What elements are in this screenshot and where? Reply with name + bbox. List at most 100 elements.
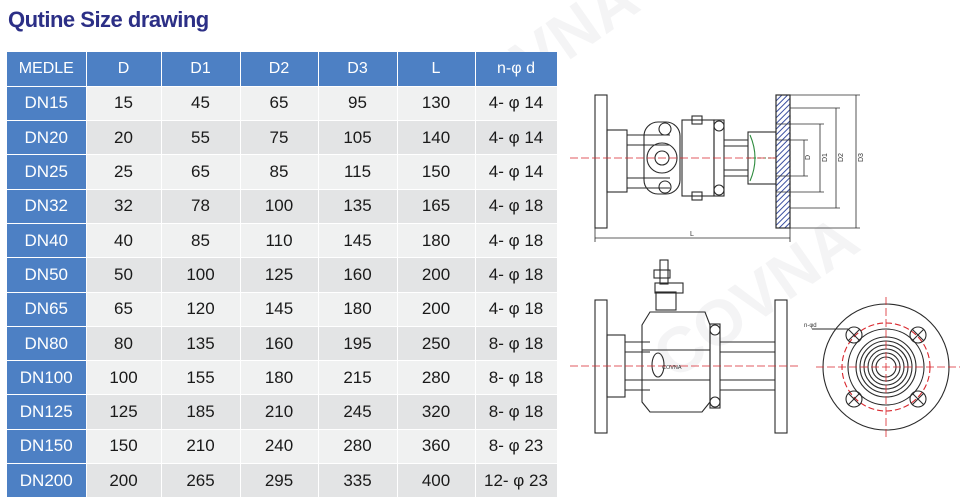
dimension-cell: 135 bbox=[161, 326, 241, 362]
dimension-cell: 210 bbox=[240, 394, 319, 430]
model-cell: DN40 bbox=[7, 223, 87, 259]
dimension-cell: 145 bbox=[318, 223, 398, 259]
model-cell: DN80 bbox=[7, 326, 87, 362]
side-view bbox=[594, 94, 791, 229]
dimension-cell: 40 bbox=[86, 223, 162, 259]
column-header: D3 bbox=[318, 52, 398, 87]
dimension-cell: 320 bbox=[397, 394, 476, 430]
dimension-cell: 4- φ 14 bbox=[475, 154, 558, 190]
dimension-cell: 135 bbox=[318, 189, 398, 224]
model-cell: DN32 bbox=[7, 189, 87, 224]
body-brand-text: COVNA bbox=[662, 365, 682, 371]
dimension-cell: 210 bbox=[161, 429, 241, 465]
dimension-cell: 180 bbox=[397, 223, 476, 259]
dimension-cell: 125 bbox=[86, 394, 162, 430]
dimension-cell: 8- φ 18 bbox=[475, 360, 558, 396]
dimension-cell: 140 bbox=[397, 120, 476, 156]
dimension-cell: 360 bbox=[397, 429, 476, 465]
dimension-cell: 115 bbox=[318, 154, 398, 190]
flange-centerlines bbox=[816, 297, 960, 437]
dimension-cell: 65 bbox=[240, 86, 319, 122]
dimension-cell: 125 bbox=[240, 257, 319, 293]
dimension-cell: 4- φ 18 bbox=[475, 292, 558, 327]
dimension-cell: 110 bbox=[240, 223, 319, 259]
dimension-cell: 160 bbox=[240, 326, 319, 362]
dimension-cell: 215 bbox=[318, 360, 398, 396]
dimension-cell: 150 bbox=[397, 154, 476, 190]
column-header: D bbox=[86, 52, 162, 87]
dimension-cell: 145 bbox=[240, 292, 319, 327]
model-cell: DN50 bbox=[7, 257, 87, 293]
page-title: Qutine Size drawing bbox=[8, 7, 209, 32]
dimension-cell: 155 bbox=[161, 360, 241, 396]
dimension-cell: 295 bbox=[240, 463, 319, 499]
dimension-cell: 120 bbox=[161, 292, 241, 327]
dimension-cell: 8- φ 23 bbox=[475, 429, 558, 465]
dimension-cell: 25 bbox=[86, 154, 162, 190]
dimension-cell: 65 bbox=[161, 154, 241, 190]
dimension-cell: 200 bbox=[86, 463, 162, 499]
column-header: D2 bbox=[240, 52, 319, 87]
front-view bbox=[594, 259, 788, 434]
dimension-cell: 50 bbox=[86, 257, 162, 293]
dimension-cell: 20 bbox=[86, 120, 162, 156]
dimension-cell: 195 bbox=[318, 326, 398, 362]
model-cell: DN100 bbox=[7, 360, 87, 396]
dimension-cell: 45 bbox=[161, 86, 241, 122]
dimension-cell: 95 bbox=[318, 86, 398, 122]
dimension-cell: 4- φ 14 bbox=[475, 86, 558, 122]
dimension-cell: 200 bbox=[397, 292, 476, 327]
dimension-cell: 15 bbox=[86, 86, 162, 122]
model-cell: DN25 bbox=[7, 154, 87, 190]
dimension-cell: 78 bbox=[161, 189, 241, 224]
model-cell: DN200 bbox=[7, 463, 87, 499]
dim-d3-label: D3 bbox=[858, 153, 865, 162]
dimension-cell: 100 bbox=[86, 360, 162, 396]
dimension-cell: 265 bbox=[161, 463, 241, 499]
dimension-cell: 85 bbox=[240, 154, 319, 190]
dimension-cell: 105 bbox=[318, 120, 398, 156]
dim-d1-label: D1 bbox=[822, 153, 829, 162]
column-header: D1 bbox=[161, 52, 241, 87]
side-view-dimensions bbox=[570, 94, 860, 242]
dimension-cell: 8- φ 18 bbox=[475, 326, 558, 362]
model-cell: DN125 bbox=[7, 394, 87, 430]
dimension-cell: 245 bbox=[318, 394, 398, 430]
dimension-cell: 280 bbox=[318, 429, 398, 465]
dimension-cell: 55 bbox=[161, 120, 241, 156]
dimension-cell: 280 bbox=[397, 360, 476, 396]
dimension-cell: 32 bbox=[86, 189, 162, 224]
dimension-cell: 100 bbox=[240, 189, 319, 224]
dimension-cell: 160 bbox=[318, 257, 398, 293]
bolt-hole-label: n-φd bbox=[804, 323, 817, 329]
dimension-cell: 130 bbox=[397, 86, 476, 122]
table-header-row: MEDLE D D1 D2 D3 L n-φ d bbox=[7, 52, 558, 87]
model-cell: DN15 bbox=[7, 86, 87, 122]
dimension-cell: 165 bbox=[397, 189, 476, 224]
dimension-cell: 75 bbox=[240, 120, 319, 156]
column-header: n-φ d bbox=[475, 52, 558, 87]
dimension-cell: 65 bbox=[86, 292, 162, 327]
dimension-cell: 80 bbox=[86, 326, 162, 362]
dim-l-label: L bbox=[690, 231, 694, 238]
dimension-cell: 85 bbox=[161, 223, 241, 259]
dimension-cell: 200 bbox=[397, 257, 476, 293]
dim-d2-label: D2 bbox=[838, 153, 845, 162]
column-header: L bbox=[397, 52, 476, 87]
model-cell: DN65 bbox=[7, 292, 87, 327]
dimension-cell: 8- φ 18 bbox=[475, 394, 558, 430]
dimension-cell: 400 bbox=[397, 463, 476, 499]
dimension-cell: 4- φ 18 bbox=[475, 189, 558, 224]
dimension-cell: 4- φ 18 bbox=[475, 257, 558, 293]
